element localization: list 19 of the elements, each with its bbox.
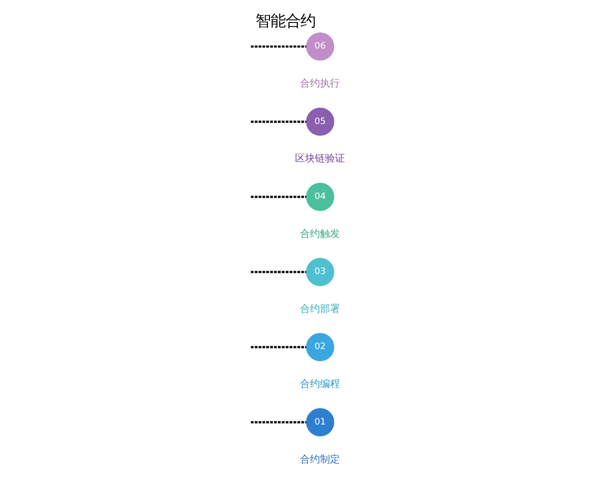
node-label: 合约执行	[300, 78, 340, 90]
connector	[250, 346, 306, 348]
node-label: 合约编程	[300, 378, 340, 390]
diagram-title: 智能合约	[256, 11, 316, 30]
connector	[250, 120, 306, 122]
node-label: 区块链验证	[295, 153, 346, 164]
node-circle: 06	[306, 32, 334, 60]
node-label: 合约触发	[300, 228, 340, 240]
connector	[250, 270, 306, 273]
connector	[250, 195, 306, 198]
node-label: 合约部署	[300, 303, 340, 314]
node-circle: 03	[306, 257, 334, 286]
connector	[250, 420, 306, 423]
node-circle: 02	[306, 332, 334, 361]
node-circle: 05	[306, 107, 334, 136]
node-label: 合约制定	[300, 454, 340, 465]
node-circle: 01	[306, 408, 334, 436]
node-circle: 04	[306, 182, 334, 210]
connector	[250, 44, 306, 48]
